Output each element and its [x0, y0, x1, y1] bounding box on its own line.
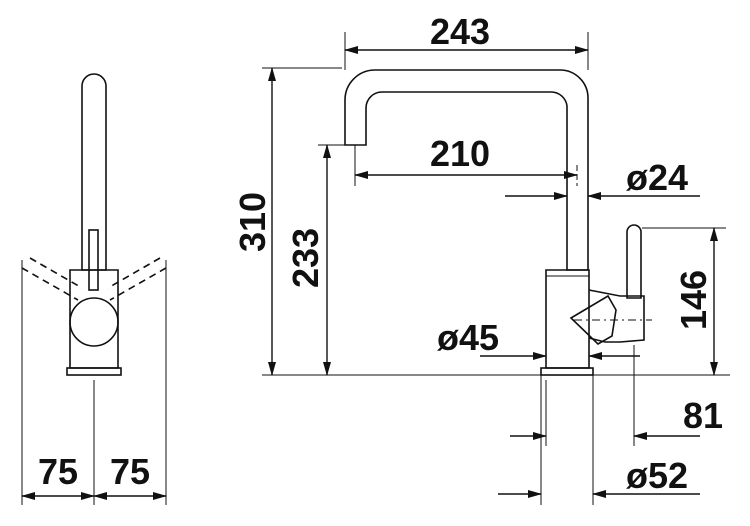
dim-d45-label: ø45 [437, 317, 499, 358]
dim-d24-label: ø24 [626, 157, 688, 198]
side-lever-swing-right [107, 257, 167, 301]
side-dim-left-label: 75 [38, 451, 78, 492]
side-lever [88, 229, 99, 291]
dim-243-label: 243 [430, 11, 490, 52]
front-view [262, 32, 730, 505]
side-view [21, 73, 167, 505]
dim-81-label: 81 [683, 395, 723, 436]
side-lever-swing-left [21, 257, 83, 301]
front-handle-stem [626, 224, 642, 299]
side-base [66, 367, 122, 376]
front-body [545, 269, 590, 369]
dim-d52-label: ø52 [626, 455, 688, 496]
front-handle-wedge [569, 294, 617, 345]
front-base [540, 367, 594, 376]
side-handle-knob [69, 297, 119, 347]
side-dim-right-label: 75 [110, 451, 150, 492]
side-spout-tube [81, 73, 107, 271]
dim-210-label: 210 [430, 133, 490, 174]
front-handle-cartridge [588, 289, 645, 343]
dim-146-label: 146 [673, 270, 714, 330]
dim-310-label: 310 [232, 192, 273, 252]
front-spout-tube [344, 69, 589, 271]
dim-233-label: 233 [285, 228, 326, 288]
